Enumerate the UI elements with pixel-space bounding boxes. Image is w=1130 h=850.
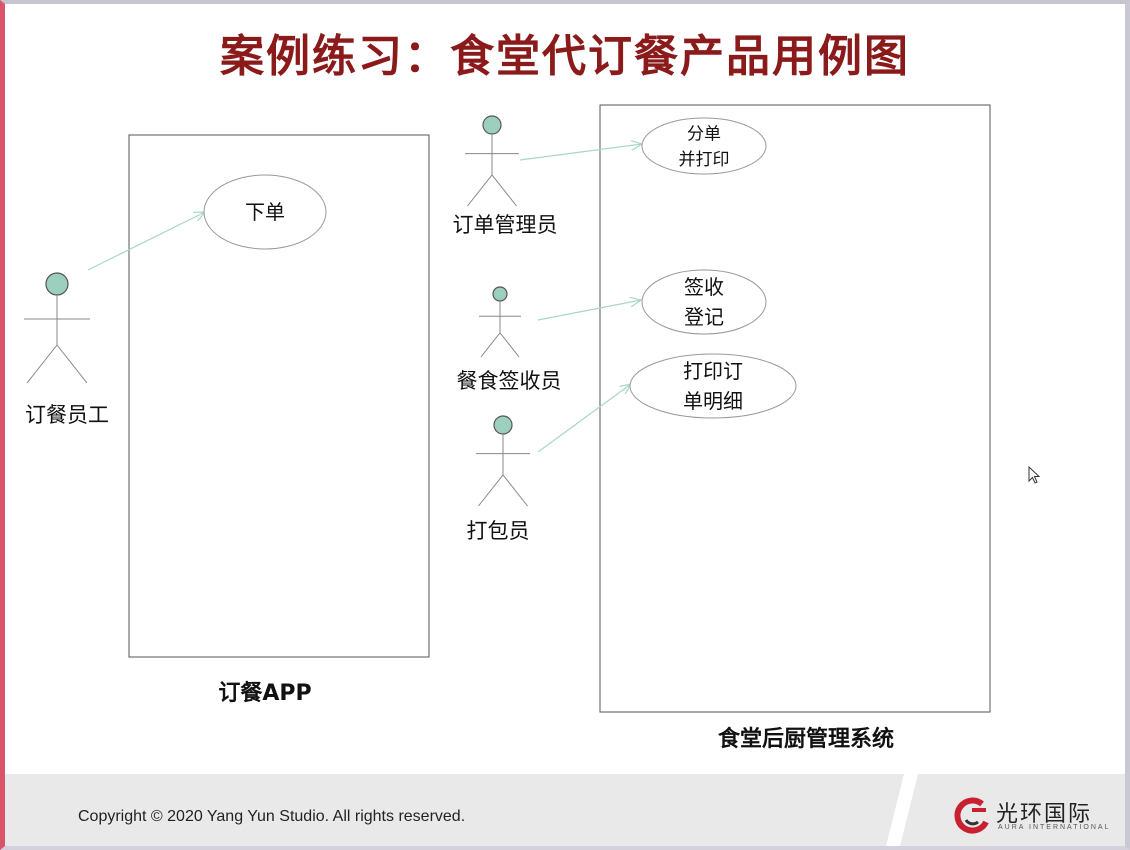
actor-packer: 打包员: [467, 415, 530, 543]
use-case-label: 分单: [687, 124, 721, 144]
footer-band: [5, 774, 1125, 846]
use-case-place-order: 下单: [203, 174, 327, 250]
actor-receiver: 餐食签收员: [457, 286, 562, 393]
kitchen-system-boundary: [599, 104, 991, 713]
actor-head-icon: [493, 415, 513, 435]
aura-logo: 光环国际 AURA INTERNATIONAL: [952, 794, 1112, 840]
actor-staff: 订餐员工: [24, 272, 109, 427]
use-case-label: 单明细: [683, 389, 743, 413]
use-case-label: 并打印: [679, 150, 730, 170]
slide-title: 案例练习：食堂代订餐产品用例图: [220, 31, 910, 82]
association-receiver-to-sign-register: [537, 300, 641, 321]
use-case-label: 打印订: [683, 359, 743, 383]
copyright-text: Copyright © 2020 Yang Yun Studio. All ri…: [78, 808, 466, 825]
association-order-admin-to-split-print: [519, 144, 642, 161]
use-case-label: 下单: [245, 200, 285, 224]
aura-logo-icon: [954, 797, 989, 834]
logo-subtitle: AURA INTERNATIONAL: [998, 824, 1111, 831]
actor-head-icon: [45, 272, 69, 296]
actor-order-admin: 订单管理员: [453, 115, 558, 237]
association-packer-to-print-detail: [537, 384, 631, 453]
actor-label: 订单管理员: [453, 213, 558, 237]
actor-label: 餐食签收员: [457, 369, 562, 393]
app-system-boundary: [128, 134, 430, 658]
logo-text: 光环国际: [996, 802, 1093, 827]
kitchen-system-label: 食堂后厨管理系统: [718, 726, 894, 752]
association-staff-to-place-order: [87, 212, 205, 271]
actor-label: 订餐员工: [25, 403, 109, 427]
actor-head-icon: [482, 115, 502, 135]
actor-label: 打包员: [467, 519, 530, 543]
actor-head-icon: [492, 286, 508, 302]
use-case-label: 签收: [684, 275, 724, 299]
mouse-cursor-icon: [1028, 466, 1041, 484]
use-case-label: 登记: [684, 305, 724, 329]
app-system-label: 订餐APP: [218, 681, 311, 706]
